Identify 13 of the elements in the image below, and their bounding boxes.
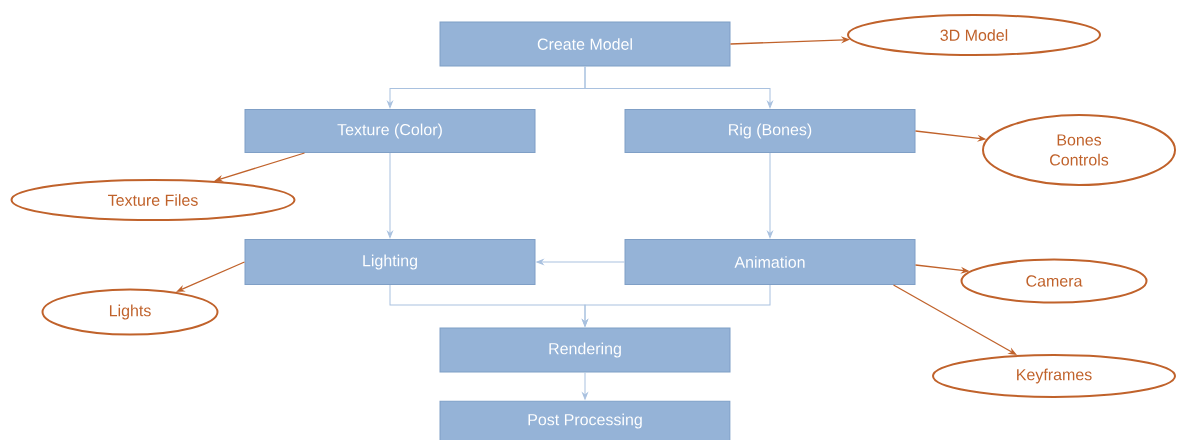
process-box: Create Model: [439, 21, 731, 67]
arrow: [582, 372, 588, 400]
process-box: Animation: [624, 239, 916, 285]
arrow: [767, 152, 773, 239]
arrow: [387, 152, 393, 239]
process-box: Rig (Bones): [624, 109, 916, 153]
process-box: Texture (Color): [244, 109, 536, 153]
process-box: Lighting: [244, 239, 536, 285]
arrow: [536, 259, 625, 265]
arrow: [582, 284, 771, 327]
arrow: [584, 66, 773, 109]
process-box: Rendering: [439, 327, 731, 373]
process-box: Post Processing: [439, 400, 731, 440]
